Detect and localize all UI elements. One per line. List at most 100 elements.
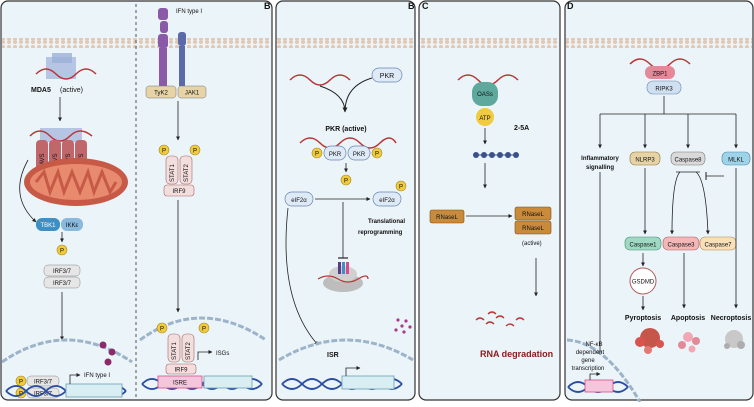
gsdmd-label: GSDMD xyxy=(632,280,655,286)
zbp1-box xyxy=(645,66,675,79)
tbk1-box xyxy=(36,218,60,231)
nuc-stat2-label: STAT2 xyxy=(186,342,192,360)
pyroptotic-cell-icon xyxy=(635,328,664,354)
ifn-secreted-2 xyxy=(108,348,116,356)
atp-label: ATP xyxy=(479,116,490,122)
atp-icon xyxy=(476,108,494,126)
panel-zbp1-frame xyxy=(564,0,754,401)
phospho-pkr-1-label: P xyxy=(315,152,319,158)
rnasel-box-2 xyxy=(514,206,552,221)
arrow-mavs-tbk1 xyxy=(19,159,37,223)
nfkb-label-2: dependent xyxy=(576,350,605,356)
isr-label: ISR xyxy=(327,352,339,359)
irf37-box-1 xyxy=(43,264,81,277)
promoter-arrow-b xyxy=(197,350,213,360)
stat1-box xyxy=(165,155,179,185)
mlkl-box xyxy=(721,151,751,166)
tbk1-label: TBK1 xyxy=(40,223,56,229)
nucleus-zbp1 xyxy=(566,338,642,403)
phospho-stat2-label: P xyxy=(193,149,197,155)
eif2a-label-2: eIF2α xyxy=(379,198,395,204)
nuc-irf37-1 xyxy=(26,375,60,387)
panel-pkr-frame xyxy=(275,0,416,401)
caspase8-box xyxy=(670,151,706,166)
gene-zbp1 xyxy=(584,379,614,393)
rnasel-label-1: RNaseL xyxy=(436,215,458,221)
tyk2-box xyxy=(145,85,177,99)
caspase1-label: Caspase1 xyxy=(629,243,657,249)
arrow-isr xyxy=(285,207,319,346)
signalling-label: signalling xyxy=(586,165,614,171)
promoter-arrow-a xyxy=(69,373,81,384)
eif2a-box-1 xyxy=(284,191,314,207)
pyroptosis-label: Pyroptosis xyxy=(625,315,661,322)
panel-pkr: B PKR PKR (active) P PKR PKR P P eIF2α e… xyxy=(275,0,416,401)
nfkb-label-3: gene xyxy=(581,358,595,364)
nuc-irf9-label: IRF9 xyxy=(174,368,188,374)
panel-letter-pkr: B xyxy=(408,1,415,11)
rnasel-box-1 xyxy=(429,209,465,224)
pkr-active-label-2: PKR xyxy=(353,152,366,158)
necroptosis-label: Necroptosis xyxy=(711,315,752,322)
isgs-label: ISGs xyxy=(216,351,229,357)
pkr-input-box xyxy=(371,67,403,83)
phospho-stat1-label: P xyxy=(162,149,166,155)
arrow-casp8-casp7 xyxy=(695,171,710,235)
ribosome-icon xyxy=(317,262,369,292)
irf37-label-1: IRF3/7 xyxy=(53,269,72,275)
dsrna-pkr xyxy=(289,74,351,86)
phospho-pkr-1 xyxy=(311,147,323,159)
phospho-stat1 xyxy=(158,144,170,156)
isre-box xyxy=(157,375,203,389)
irf37-box-2 xyxy=(43,276,81,289)
eif2a-box-2 xyxy=(372,191,402,207)
nlrp3-box xyxy=(629,151,661,166)
phospho-pkr-out-label: P xyxy=(344,179,348,185)
pkr-active-box-1 xyxy=(323,145,347,161)
caspase8-label: Caspase8 xyxy=(674,158,702,164)
phospho-stat2 xyxy=(189,144,201,156)
ripk3-box xyxy=(646,80,682,95)
ikke-box xyxy=(61,218,83,231)
phospho-a-1 xyxy=(15,375,27,387)
nuc-irf9-box xyxy=(165,363,197,375)
irf9-box xyxy=(163,184,195,197)
panel-letter-oas: C xyxy=(422,1,429,11)
pkr-active-label-1: PKR xyxy=(329,152,342,158)
necroptotic-cell-icon xyxy=(724,330,745,349)
irf37-label-2: IRF3/7 xyxy=(53,281,72,287)
apoptosis-label: Apoptosis xyxy=(671,315,705,322)
nucleus-b xyxy=(139,316,267,342)
panel-ab-frame xyxy=(0,0,273,401)
phospho-icon xyxy=(56,244,68,256)
reprogramming-label: reprogramming xyxy=(358,230,403,236)
tyk2-label: TyK2 xyxy=(154,91,168,97)
ripk3-label: RIPK3 xyxy=(655,87,673,93)
gene-a xyxy=(65,383,123,398)
phospho-pkr-2 xyxy=(371,147,383,159)
pkr-active-box-2 xyxy=(347,145,371,161)
mitochondrion-icon xyxy=(24,158,128,206)
mda5-label: MDA5 xyxy=(31,87,51,94)
phospho-label: P xyxy=(60,249,64,255)
arrow-casp8-casp3 xyxy=(670,171,681,235)
mavs-label-1: MAVS xyxy=(40,153,46,170)
ifn-secreted-1 xyxy=(99,341,107,349)
nuc-irf37-label-1: IRF3/7 xyxy=(34,380,53,386)
phospho-eif2a-label: P xyxy=(399,185,403,191)
membrane-oas xyxy=(420,38,559,48)
inflammatory-label: Inflammatory xyxy=(581,156,619,162)
rnasel-label-3: RNaseL xyxy=(522,226,544,232)
stat1-label: STAT1 xyxy=(170,164,176,182)
nfkb-label-1: NF-κB xyxy=(586,342,603,348)
mlkl-label: MLKL xyxy=(728,158,744,164)
translational-label: Translational xyxy=(368,219,405,225)
gene-pkr xyxy=(341,375,395,390)
stat2-label: STAT2 xyxy=(184,164,190,182)
caspase3-label: Caspase3 xyxy=(667,243,695,249)
arrow-pkr-merge xyxy=(319,77,373,112)
zbp1-label: ZBP1 xyxy=(652,72,668,78)
two5a-label: 2-5A xyxy=(514,125,529,132)
stat2-box xyxy=(179,155,193,185)
caspase1-box xyxy=(624,236,662,251)
